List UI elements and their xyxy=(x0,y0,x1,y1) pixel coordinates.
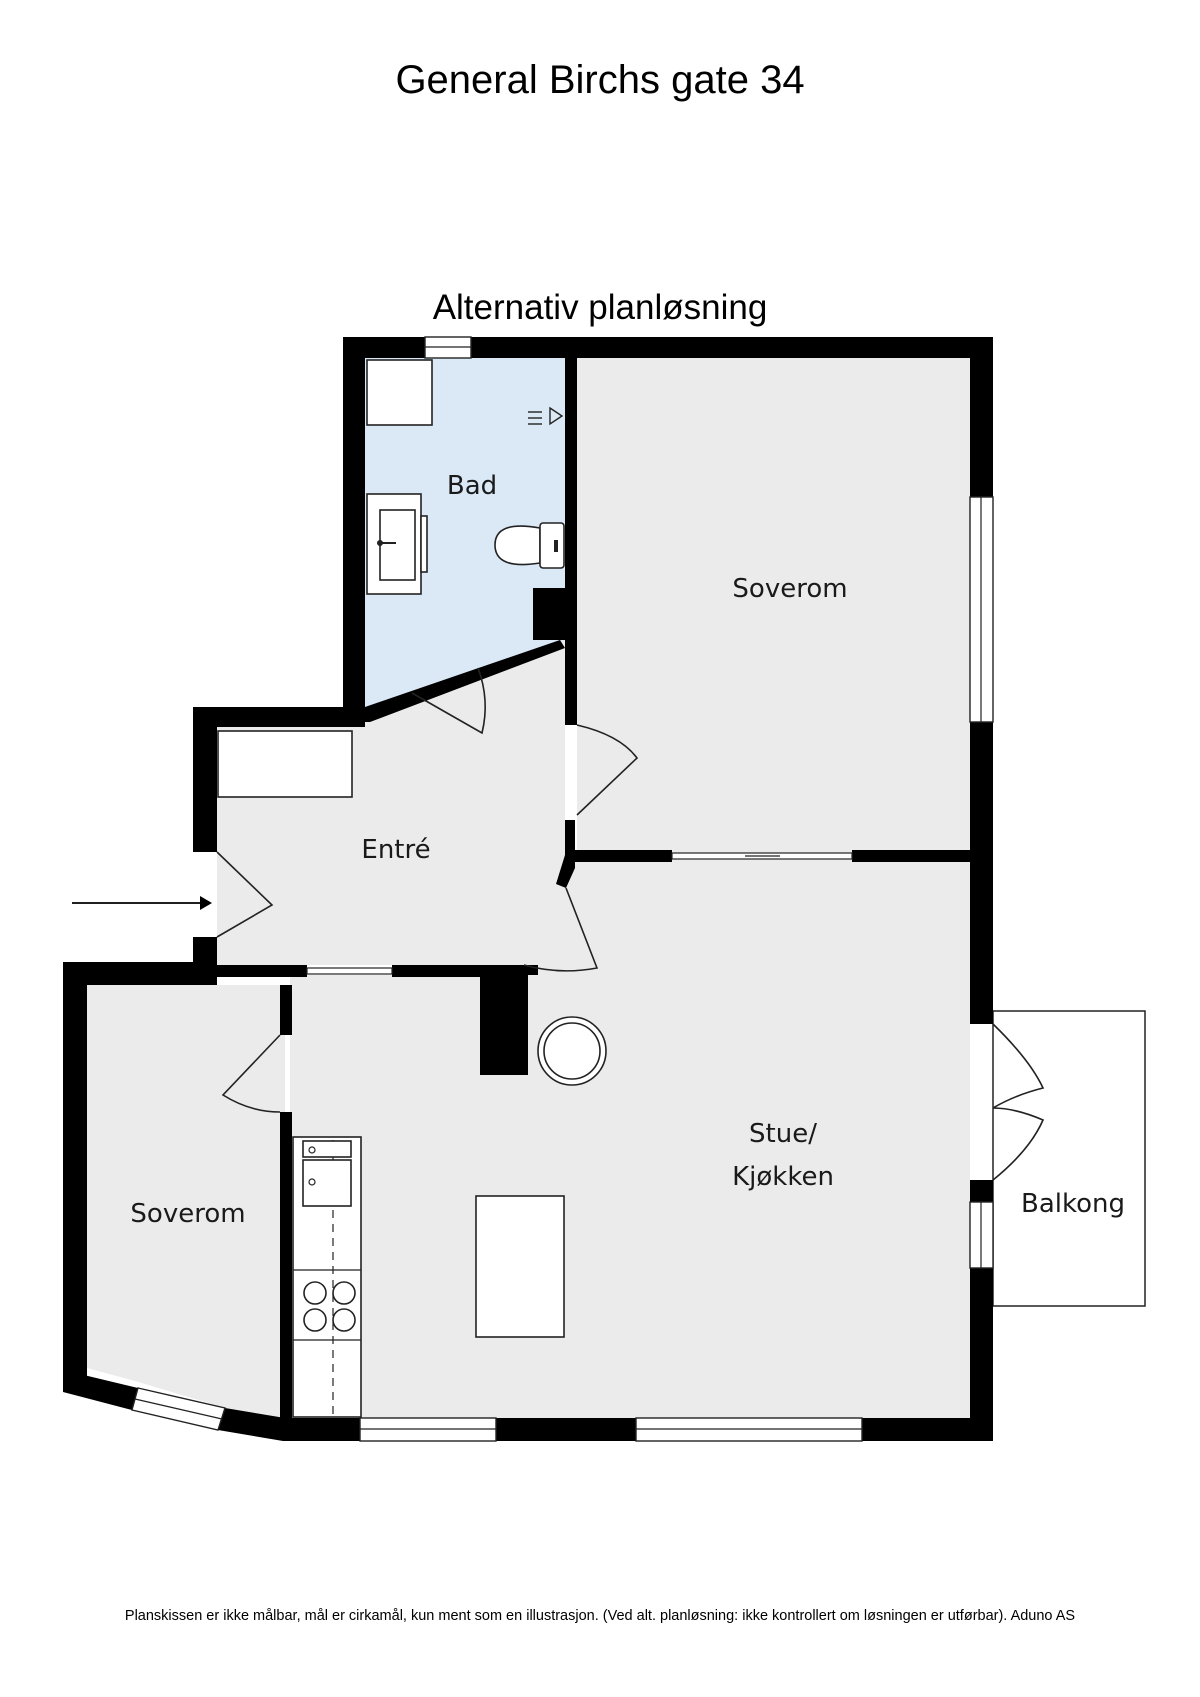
balcony-outline xyxy=(992,1010,1146,1307)
door-soverom-right xyxy=(576,724,639,816)
shower-icon xyxy=(528,406,564,426)
floor-soverom-left xyxy=(87,985,285,1420)
door-balcony xyxy=(992,1023,1045,1181)
entrance-arrow xyxy=(72,896,212,910)
walls xyxy=(63,337,993,1441)
floor-soverom-right xyxy=(577,358,970,853)
disclaimer-footer: Planskissen er ikke målbar, mål er cirka… xyxy=(124,1608,1076,1624)
sliding-door-entre xyxy=(306,967,393,975)
plan-subtitle: Alternativ planløsning xyxy=(432,288,768,327)
label-soverom-left: Soverom xyxy=(130,1199,245,1229)
label-entre: Entré xyxy=(361,835,430,865)
bathroom-fixtures xyxy=(366,359,565,595)
floor-stue-kjokken xyxy=(290,855,970,1418)
windows xyxy=(131,336,994,1442)
stove-icon xyxy=(303,1281,356,1332)
doors xyxy=(216,667,1045,1181)
dining-table-icon xyxy=(537,1016,607,1086)
door-bad xyxy=(411,667,486,735)
door-soverom-left xyxy=(221,1034,281,1113)
entrance-door xyxy=(216,851,274,938)
kitchen-island xyxy=(475,1195,565,1338)
label-balkong: Balkong xyxy=(1021,1189,1125,1219)
label-soverom-right: Soverom xyxy=(732,574,847,604)
page-title: General Birchs gate 34 xyxy=(395,58,805,102)
door-stue xyxy=(523,887,599,972)
kitchen-fixtures xyxy=(292,1016,607,1418)
room-labels: Bad Soverom Entré Stue/ Kjøkken Soverom … xyxy=(130,471,1125,1229)
washer-icon xyxy=(366,359,433,426)
kitchen-sink-icon xyxy=(302,1140,352,1207)
toilet-icon xyxy=(494,522,565,569)
label-stue: Stue/ xyxy=(749,1119,817,1149)
label-bad: Bad xyxy=(447,471,497,501)
label-kjokken: Kjøkken xyxy=(732,1162,834,1192)
floor-bad xyxy=(365,358,565,707)
wardrobe xyxy=(217,730,353,798)
